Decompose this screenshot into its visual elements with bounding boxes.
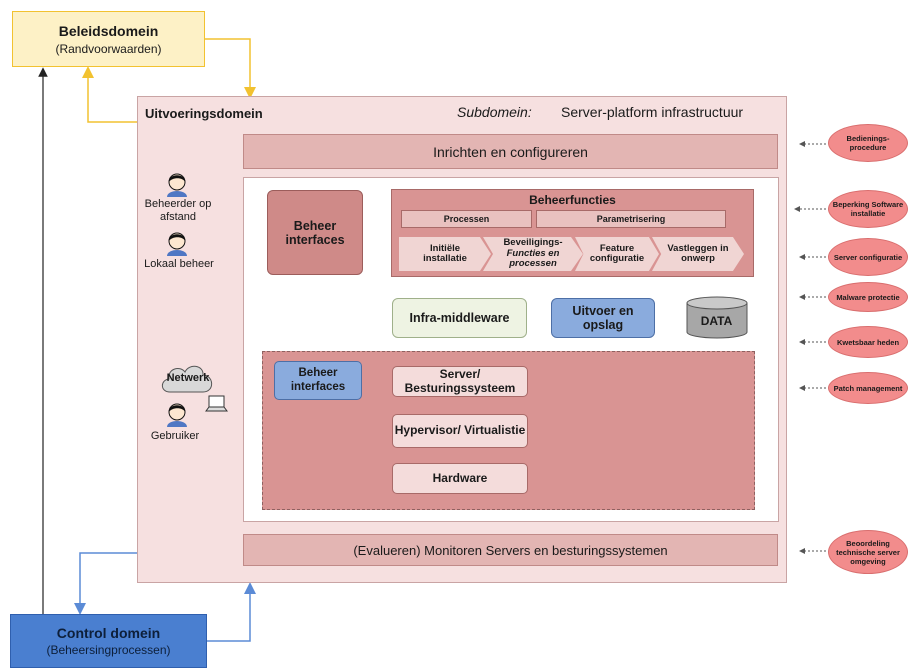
policy-domain-title: Beleidsdomein [58, 22, 159, 39]
side-item-software-restriction: Beperking Software installatie [828, 190, 908, 228]
side-item-operating-procedure: Bedienings-procedure [828, 124, 908, 162]
management-interfaces-top: Beheer interfaces [267, 190, 363, 275]
step-4-line-1: Vastleggen in [667, 242, 729, 254]
step-3-line-2: configuratie [589, 253, 645, 264]
network-cloud-icon [161, 365, 213, 393]
step-1-line-1: Initiële [429, 242, 461, 254]
policy-to-exec-arrow [205, 38, 256, 99]
local-admin-person-icon [167, 232, 187, 256]
management-functions-title: Beheerfuncties [529, 193, 616, 207]
server-os-box: Server/ Besturingssysteem [392, 366, 528, 397]
step-3-line-1: Feature [599, 242, 635, 254]
control-domain-subtitle: (Beheersingprocessen) [46, 643, 171, 657]
laptop-icon [205, 395, 228, 412]
control-to-exec-arrow [207, 582, 256, 642]
subdomain-label: Subdomein: [457, 104, 532, 120]
network-label: Netwerk [166, 372, 210, 384]
user-person-icon [167, 403, 187, 427]
remote-admin-person-icon [167, 173, 187, 197]
step-2-line-1: Beveiligings- [503, 237, 563, 249]
output-storage-box: Uitvoer en opslag [551, 298, 655, 338]
control-domain-box: Control domein (Beheersingprocessen) [10, 614, 207, 668]
execution-domain-title: Uitvoeringsdomein [145, 106, 263, 121]
hypervisor-box: Hypervisor/ Virtualistie [392, 414, 528, 448]
data-label: DATA [700, 314, 733, 328]
side-item-malware-protection: Malware protectie [828, 282, 908, 312]
side-item-server-config: Server configuratie [828, 238, 908, 276]
side-item-vulnerabilities: Kwetsbaar heden [828, 326, 908, 358]
user-label: Gebruiker [150, 430, 200, 442]
configure-band: Inrichten en configureren [243, 134, 778, 169]
subdomain-value: Server-platform infrastructuur [561, 104, 744, 120]
monitor-band: (Evalueren) Monitoren Servers en besturi… [243, 534, 778, 566]
step-1-line-2: installatie [423, 253, 467, 264]
local-admin-label: Lokaal beheer [144, 258, 214, 270]
policy-domain-subtitle: (Randvoorwaarden) [55, 41, 162, 56]
processes-header: Processen [401, 210, 532, 228]
parametrisation-header: Parametrisering [536, 210, 726, 228]
side-item-technical-assessment: Beoordeling technische server omgeving [828, 530, 908, 574]
management-interfaces-bottom: Beheer interfaces [274, 361, 362, 400]
control-domain-title: Control domein [56, 625, 161, 641]
data-cylinder-icon [686, 296, 748, 339]
exec-to-control-arrow [74, 552, 137, 615]
remote-admin-label: Beheerder op afstand [144, 198, 212, 224]
exec-to-policy-arrow [82, 66, 137, 123]
infra-middleware-box: Infra-middleware [392, 298, 527, 338]
policy-domain-box: Beleidsdomein (Randvoorwaarden) [12, 11, 205, 67]
hardware-box: Hardware [392, 463, 528, 494]
step-security-functions: Beveiligings-Functies en processen [483, 237, 583, 271]
step-2-line-2: Functies en processen [506, 247, 560, 270]
side-item-patch-management: Patch management [828, 372, 908, 404]
step-4-line-2: onwerp [681, 253, 715, 264]
